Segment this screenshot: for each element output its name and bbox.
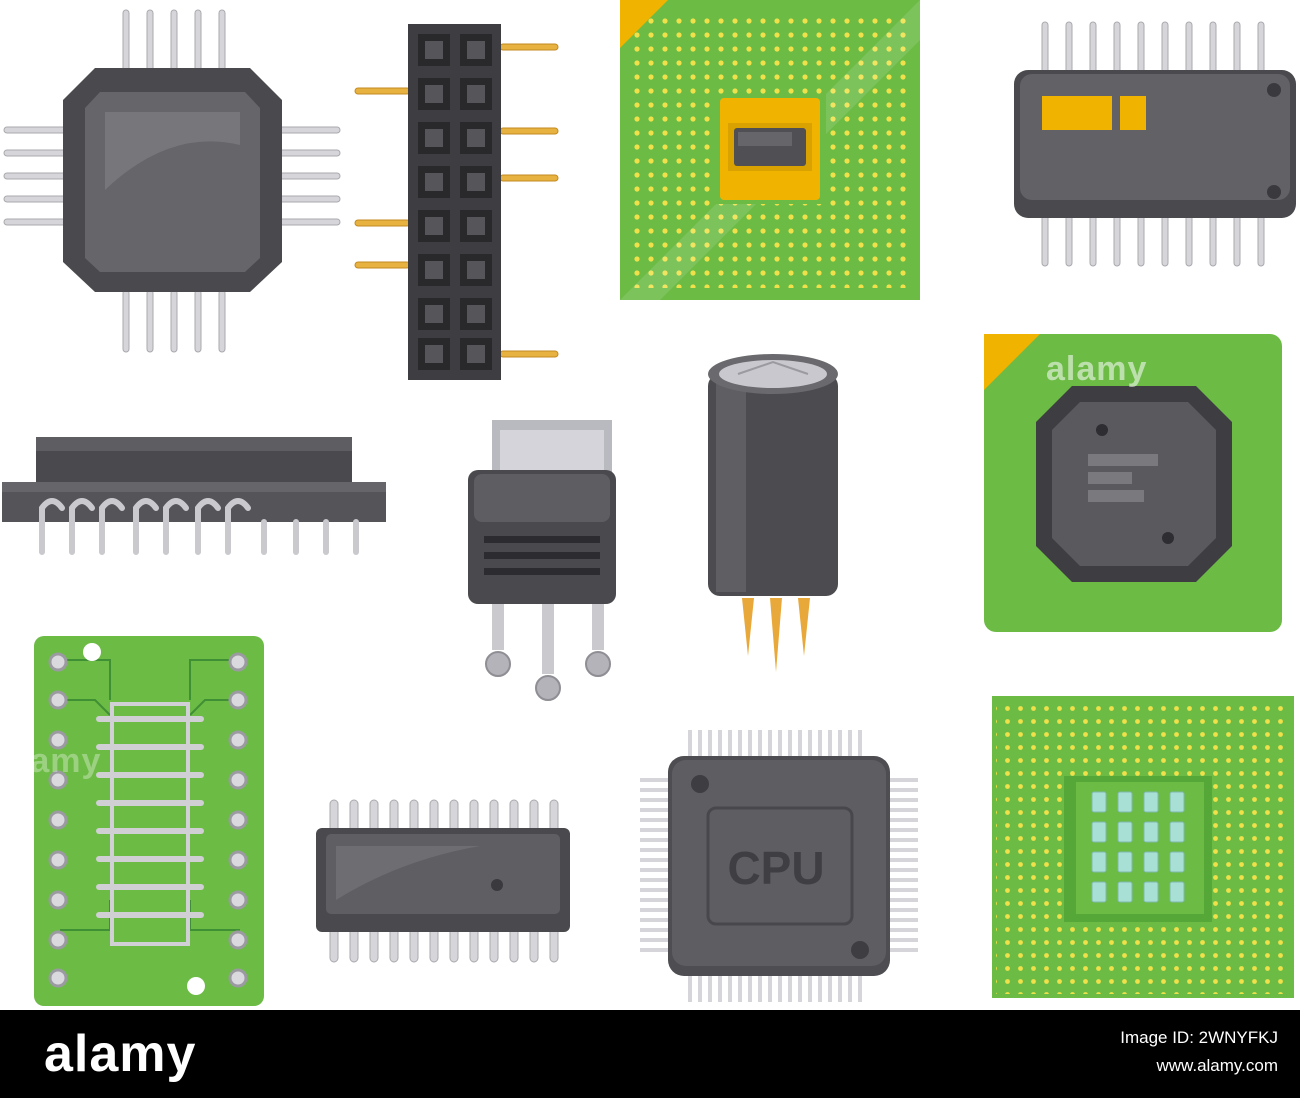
soic-chip [316,799,570,963]
cpu-qfp: CPU [640,730,918,1002]
alamy-logo: alamy [44,1025,197,1083]
cpu-label: CPU [727,842,824,894]
dip-chip-right [1014,21,1296,267]
stock-footer: alamy Image ID: 2WNYFKJ www.alamy.com [0,1010,1300,1098]
image-id: Image ID: 2WNYFKJ [1120,1028,1278,1047]
site-url: www.alamy.com [1156,1056,1278,1075]
cpu-pga-top [620,0,920,300]
microchip-illustration: CPU [2,0,1296,1006]
breakout-pcb [34,636,264,1006]
bga-processor [992,696,1294,998]
qfp-chip-left [3,9,341,353]
voltage-regulator [468,420,616,701]
electrolytic-capacitor [708,354,838,672]
inductor-module [2,437,386,555]
cpu-socket-green [984,334,1282,632]
pin-header-socket [354,24,559,380]
image-meta: Image ID: 2WNYFKJ www.alamy.com [1120,1024,1278,1080]
